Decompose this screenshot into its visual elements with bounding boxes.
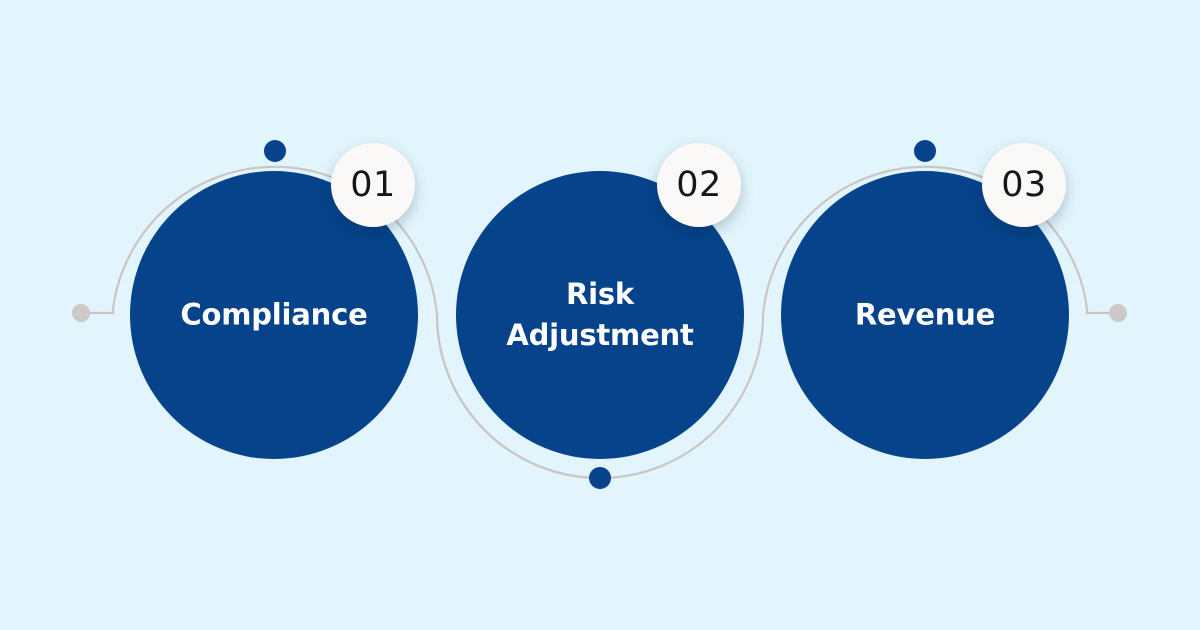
step-badge-number-1: 01 bbox=[350, 164, 396, 205]
connector-endpoint-right-dot bbox=[1109, 304, 1127, 322]
step-marker-dot-2 bbox=[589, 467, 611, 489]
step-label-3: Revenue bbox=[854, 297, 996, 332]
step-label-1: Compliance bbox=[180, 297, 368, 332]
step-badge-3[interactable]: 03 bbox=[982, 143, 1066, 227]
step-node-3[interactable]: Revenue 03 bbox=[781, 143, 1069, 459]
step-label-2: Risk Adjustment bbox=[506, 277, 694, 352]
step-marker-dot-1 bbox=[264, 140, 286, 162]
connector-endpoint-left-dot bbox=[72, 304, 90, 322]
step-badge-1[interactable]: 01 bbox=[331, 143, 415, 227]
step-marker-dot-3 bbox=[914, 140, 936, 162]
step-badge-number-3: 03 bbox=[1001, 164, 1047, 205]
step-node-1[interactable]: Compliance 01 bbox=[130, 143, 418, 459]
step-node-2[interactable]: Risk Adjustment 02 bbox=[456, 143, 744, 459]
step-badge-2[interactable]: 02 bbox=[657, 143, 741, 227]
step-badge-number-2: 02 bbox=[676, 164, 722, 205]
